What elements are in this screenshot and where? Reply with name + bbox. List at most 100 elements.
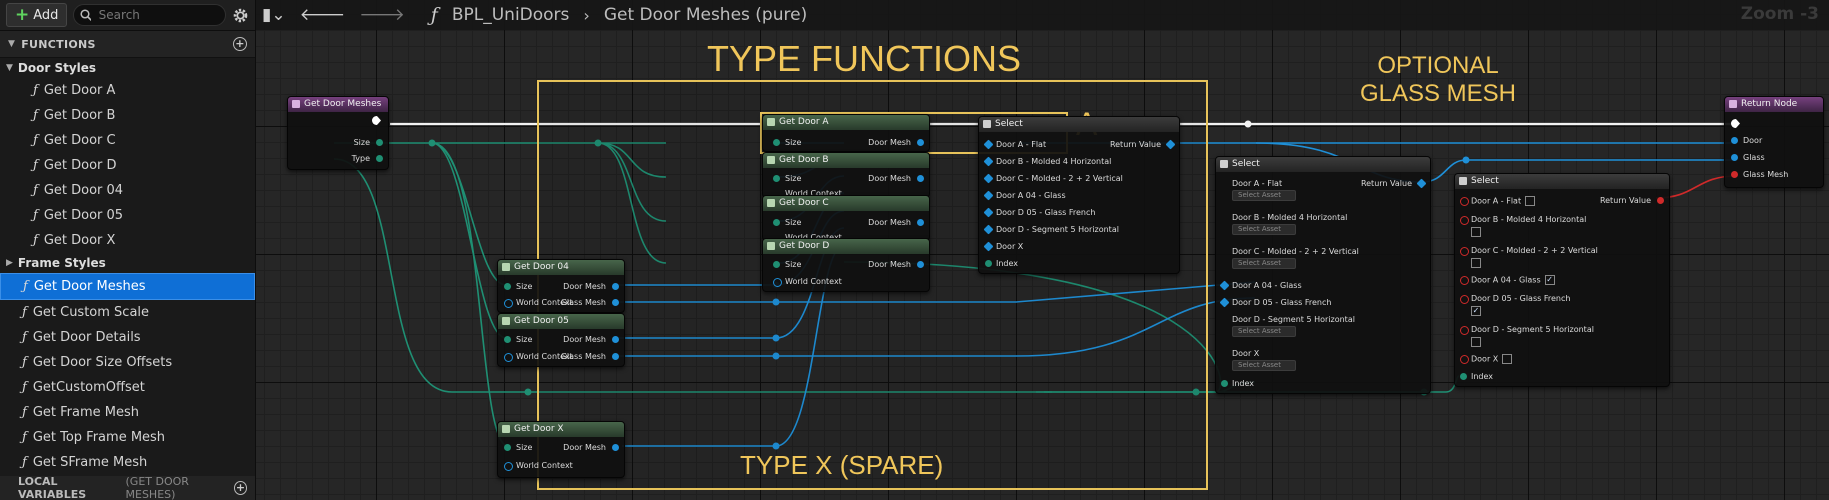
get-door-b-node[interactable]: Get Door B Size Door Mesh World Context bbox=[762, 152, 930, 198]
glass-pin[interactable] bbox=[612, 353, 619, 360]
category-door-styles[interactable]: ▼ Door Styles bbox=[0, 58, 255, 78]
option-pin[interactable] bbox=[1460, 326, 1469, 335]
mesh-pin[interactable] bbox=[917, 219, 924, 226]
mesh-pin[interactable] bbox=[612, 283, 619, 290]
add-button[interactable]: + Add bbox=[6, 3, 68, 27]
index-pin[interactable] bbox=[985, 260, 992, 267]
option-checkbox[interactable] bbox=[1471, 337, 1481, 347]
functions-section-header[interactable]: ▼ FUNCTIONS + bbox=[0, 31, 255, 58]
search-input[interactable] bbox=[96, 7, 219, 23]
option-pin[interactable] bbox=[1460, 276, 1469, 285]
world-context-pin[interactable] bbox=[773, 278, 782, 287]
forward-arrow-icon[interactable]: 🡒 bbox=[359, 5, 405, 25]
get-door-x-node[interactable]: Get Door X Size Door Mesh World Context bbox=[497, 421, 625, 478]
option-checkbox[interactable] bbox=[1471, 306, 1481, 316]
size-pin[interactable] bbox=[773, 261, 780, 268]
size-pin[interactable] bbox=[376, 139, 383, 146]
category-frame-styles[interactable]: ▶ Frame Styles bbox=[0, 253, 255, 273]
get-door-d-node[interactable]: Get Door D Size Door Mesh World Context bbox=[762, 238, 930, 292]
return-node[interactable]: Return Node Door Glass Glass Mesh bbox=[1724, 96, 1824, 188]
size-pin[interactable] bbox=[773, 219, 780, 226]
option-pin[interactable] bbox=[1460, 216, 1469, 225]
local-variables-section-header[interactable]: LOCAL VARIABLES (GET DOOR MESHES) + bbox=[0, 475, 255, 500]
select-glass-mesh-node[interactable]: Select Return Value Door A - Flat Door B… bbox=[1454, 173, 1670, 387]
glass-pin[interactable] bbox=[1731, 154, 1738, 161]
option-checkbox[interactable] bbox=[1525, 196, 1536, 206]
option-pin[interactable] bbox=[983, 156, 994, 167]
search-box[interactable] bbox=[73, 4, 226, 26]
select-asset-dropdown[interactable]: Select Asset bbox=[1232, 224, 1296, 235]
graph-editor[interactable]: ▮⌄ 🡐 🡒 ƒ BPL_UniDoors › Get Door Meshes … bbox=[256, 0, 1829, 500]
add-variable-icon[interactable]: + bbox=[233, 481, 247, 495]
glass-mesh-pin[interactable] bbox=[1731, 171, 1738, 178]
function-entry-node[interactable]: Get Door Meshes Size Type bbox=[287, 96, 389, 170]
world-context-pin[interactable] bbox=[504, 299, 513, 308]
get-door-c-node[interactable]: Get Door C Size Door Mesh World Context bbox=[762, 195, 930, 242]
option-checkbox[interactable] bbox=[1471, 258, 1481, 268]
mesh-pin[interactable] bbox=[917, 175, 924, 182]
option-pin[interactable] bbox=[983, 173, 994, 184]
select-asset-dropdown[interactable]: Select Asset bbox=[1232, 190, 1296, 201]
mesh-pin[interactable] bbox=[917, 261, 924, 268]
gear-icon[interactable] bbox=[232, 7, 249, 24]
add-function-icon[interactable]: + bbox=[233, 37, 247, 51]
back-arrow-icon[interactable]: 🡐 bbox=[299, 5, 346, 25]
option-pin[interactable] bbox=[1219, 297, 1230, 308]
glass-pin[interactable] bbox=[612, 299, 619, 306]
size-pin[interactable] bbox=[504, 336, 511, 343]
option-pin[interactable] bbox=[1460, 355, 1469, 364]
option-pin[interactable] bbox=[983, 139, 994, 150]
option-pin[interactable] bbox=[1460, 197, 1469, 206]
world-context-pin[interactable] bbox=[504, 353, 513, 362]
index-pin[interactable] bbox=[1221, 380, 1228, 387]
option-pin[interactable] bbox=[1460, 247, 1469, 256]
get-door-05-node[interactable]: Get Door 05 Size Door Mesh World Context… bbox=[497, 313, 625, 367]
mesh-pin[interactable] bbox=[917, 139, 924, 146]
select-asset-dropdown[interactable]: Select Asset bbox=[1232, 258, 1296, 269]
select-door-mesh-node[interactable]: Select Return Value Door A - Flat Door B… bbox=[978, 116, 1180, 274]
mesh-pin[interactable] bbox=[612, 444, 619, 451]
option-checkbox[interactable] bbox=[1544, 275, 1555, 285]
exec-pin-icon[interactable] bbox=[1731, 119, 1740, 128]
size-pin[interactable] bbox=[504, 283, 511, 290]
size-pin[interactable] bbox=[504, 444, 511, 451]
door-pin[interactable] bbox=[1731, 137, 1738, 144]
option-pin[interactable] bbox=[983, 207, 994, 218]
exec-pin-icon[interactable] bbox=[372, 116, 381, 125]
return-value-pin[interactable] bbox=[1416, 178, 1427, 189]
option-pin[interactable] bbox=[1460, 295, 1469, 304]
option-pin[interactable] bbox=[983, 224, 994, 235]
select-asset-dropdown[interactable]: Select Asset bbox=[1232, 326, 1296, 337]
option-pin[interactable] bbox=[983, 241, 994, 252]
size-pin[interactable] bbox=[773, 175, 780, 182]
index-pin[interactable] bbox=[1460, 373, 1467, 380]
breadcrumb-blueprint[interactable]: BPL_UniDoors bbox=[451, 5, 570, 25]
type-pin[interactable] bbox=[376, 155, 383, 162]
get-door-a-node[interactable]: Get Door A Size Door Mesh bbox=[762, 114, 930, 152]
size-pin[interactable] bbox=[773, 139, 780, 146]
return-value-pin[interactable] bbox=[1165, 139, 1176, 150]
world-context-pin[interactable] bbox=[504, 462, 513, 471]
option-checkbox[interactable] bbox=[1471, 227, 1481, 237]
option-pin[interactable] bbox=[1219, 280, 1230, 291]
option-checkbox[interactable] bbox=[1502, 354, 1513, 364]
get-door-04-node[interactable]: Get Door 04 Size Door Mesh World Context… bbox=[497, 259, 625, 313]
select-asset-dropdown[interactable]: Select Asset bbox=[1232, 360, 1296, 371]
option-pin[interactable] bbox=[983, 190, 994, 201]
